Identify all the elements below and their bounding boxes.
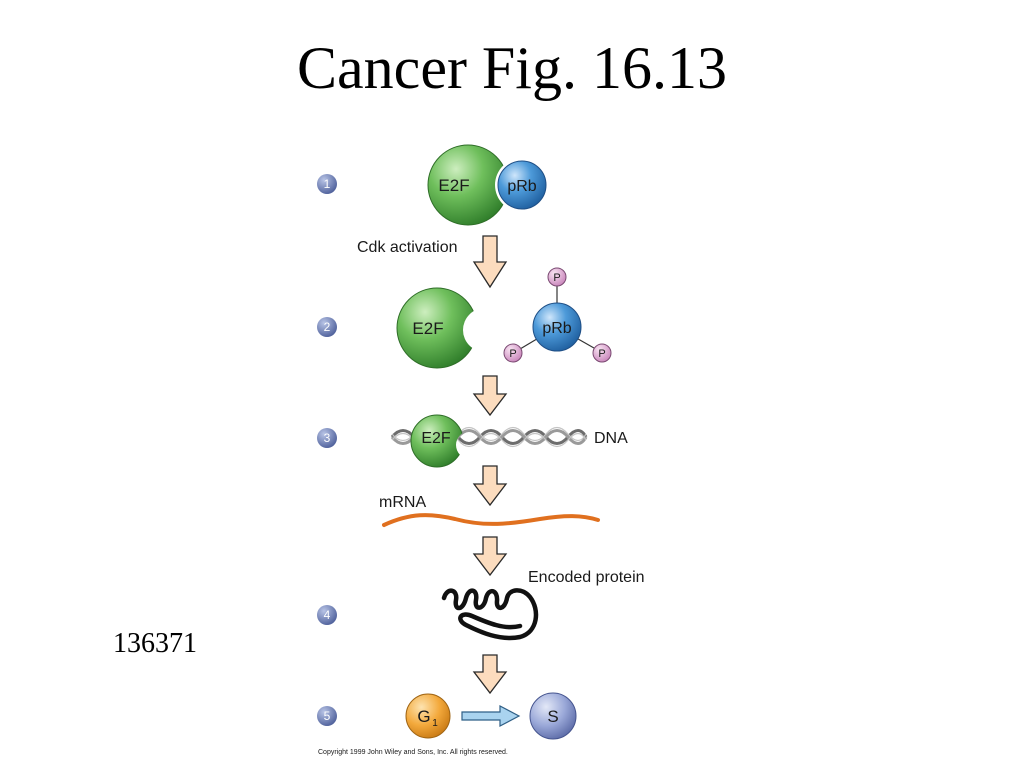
step-number-3: 3 [324,431,331,445]
mrna-label: mRNA [379,494,426,511]
encoded-protein-label: Encoded protein [528,569,645,586]
phosphorylated-prb: pRb P P P [503,267,612,363]
step-badge-1: 1 [317,174,337,194]
prb-protein [497,160,547,210]
flow-arrow-4 [472,536,508,577]
g1-to-s-arrow [461,705,521,727]
step-badge-4: 4 [317,605,337,625]
phosphate-right [592,343,612,363]
s-phase-node: S [529,692,577,740]
step-number-4: 4 [324,608,331,622]
step-badge-3: 3 [317,428,337,448]
prb-label-phosphorylated: pRb [542,320,571,337]
g1-label: G [417,707,430,726]
dna-label: DNA [594,430,628,447]
mrna-strand [382,513,600,527]
g1-phase-node: G 1 [405,693,451,739]
phosphate-label-left: P [509,348,516,360]
g1-subscript: 1 [432,718,438,729]
phosphate-top [547,267,567,287]
slide-number: 136371 [113,628,197,659]
e2f-protein-free [396,287,478,369]
flow-arrow-2 [472,375,508,417]
cdk-activation-label: Cdk activation [357,239,458,256]
e2f-label-free: E2F [412,319,443,338]
e2f-protein-dna [410,414,464,468]
flow-arrow-3 [472,465,508,507]
prb-protein-phosphorylated [532,302,582,352]
e2f-label-dna: E2F [421,430,451,447]
prb-label: pRb [507,178,536,195]
phosphate-label-right: P [598,348,605,360]
flow-arrow-5 [472,654,508,695]
free-e2f: E2F [396,287,478,369]
encoded-protein-chain [441,588,539,641]
e2f-prb-complex: E2F pRb [427,144,549,226]
e2f-bound-dna: E2F [410,414,464,468]
step-number-2: 2 [324,320,331,334]
step-number-1: 1 [324,177,331,191]
phosphate-left [503,343,523,363]
copyright-notice: Copyright 1999 John Wiley and Sons, Inc.… [318,749,508,756]
flow-arrow-1 [472,235,508,289]
phosphate-label-top: P [553,272,560,284]
step-badge-5: 5 [317,706,337,726]
s-label: S [547,707,558,726]
e2f-label: E2F [438,176,469,195]
step-number-5: 5 [324,709,331,723]
slide-title: Cancer Fig. 16.13 [297,35,727,101]
step-badge-2: 2 [317,317,337,337]
